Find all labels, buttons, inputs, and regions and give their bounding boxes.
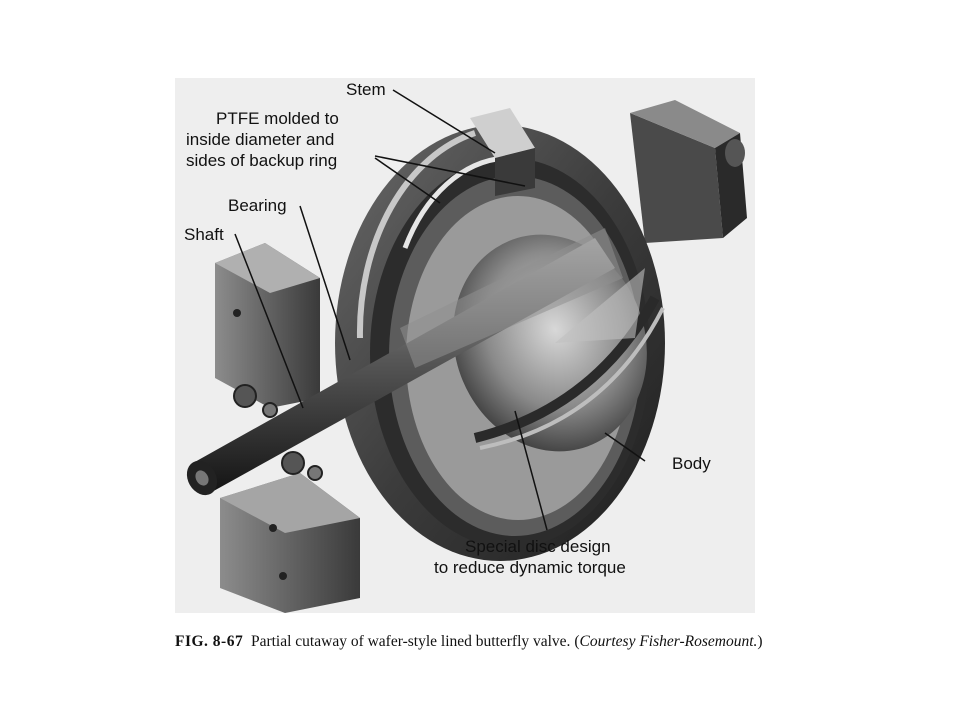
figure-number: FIG. 8-67: [175, 633, 244, 650]
stem-block: [470, 108, 535, 196]
ptfe-label-line-2: inside diameter and: [186, 130, 334, 149]
body-leader: [604, 432, 646, 462]
body-label: Body: [672, 454, 711, 473]
ptfe-label-line-1: PTFE molded to: [216, 109, 339, 128]
left-flange-block: [215, 243, 320, 408]
stem-label: Stem: [346, 80, 386, 99]
figure-caption: FIG. 8-67 Partial cutaway of wafer-style…: [175, 632, 775, 652]
stem-leader: [392, 89, 496, 154]
disc-label-line-1: Special disc design: [465, 537, 611, 556]
caption-paren-open: (: [574, 633, 580, 650]
bearing-label: Bearing: [228, 196, 287, 215]
ptfe-leader-2: [374, 157, 441, 204]
ptfe-label-line-3: sides of backup ring: [186, 151, 337, 170]
leader-lines: [234, 89, 646, 531]
valve-figure: Stem PTFE molded to inside diameter and …: [175, 78, 755, 613]
valve-shaft: [186, 228, 623, 496]
disc-label-line-2: to reduce dynamic torque: [434, 558, 626, 577]
caption-courtesy: Courtesy Fisher-Rosemount.: [579, 633, 758, 650]
caption-paren-close: ): [757, 633, 763, 650]
shaft-label: Shaft: [184, 225, 224, 244]
shaft-leader: [234, 233, 304, 409]
flange-bolts: [233, 384, 323, 481]
top-flange-block: [630, 100, 747, 243]
ptfe-liner: [402, 155, 506, 249]
butterfly-valve-illustration: Stem PTFE molded to inside diameter and …: [184, 80, 747, 613]
bottom-flange-block: [220, 473, 360, 613]
ptfe-leader-1: [374, 155, 526, 187]
caption-text: Partial cutaway of wafer-style lined but…: [250, 633, 571, 650]
disc-leader: [514, 410, 548, 531]
bearing-leader: [299, 205, 351, 361]
